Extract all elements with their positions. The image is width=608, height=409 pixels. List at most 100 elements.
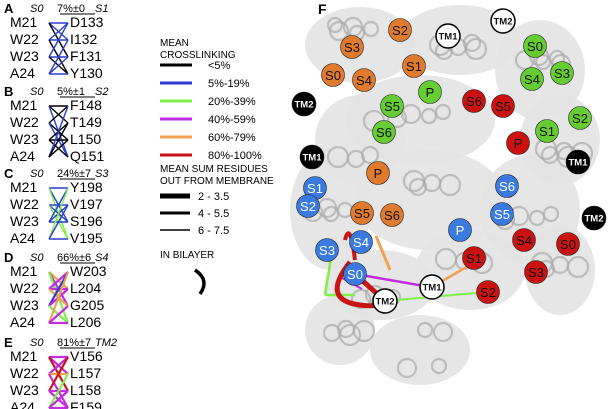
- crosslink-line: [48, 56, 69, 75]
- helix-node: S0: [556, 232, 580, 256]
- left-residue: W23: [10, 297, 39, 313]
- helix-node: TM1: [299, 144, 325, 170]
- crosslink-line: [48, 305, 69, 324]
- helix-node-label: S6: [499, 179, 515, 194]
- left-residue: W22: [10, 114, 39, 130]
- helix-node-label: S4: [356, 73, 372, 88]
- helix-node-label: TM2: [494, 17, 513, 28]
- helix-node: S3: [340, 35, 364, 59]
- right-residue: G205: [70, 297, 104, 313]
- mean-crosslinking-stat: 81%±7: [57, 337, 91, 349]
- right-residue: W203: [70, 263, 107, 279]
- helix-node-label: TM1: [423, 283, 443, 294]
- left-residue: A24: [10, 148, 35, 164]
- helix-node: S6: [462, 89, 486, 113]
- crosslink-lines: [47, 271, 70, 325]
- right-residue: T149: [70, 114, 102, 130]
- crosslink-lines: [48, 187, 69, 240]
- helix-node-label: S5: [354, 206, 370, 221]
- helix-ring: [566, 255, 590, 279]
- right-residue: L150: [70, 131, 101, 147]
- right-residue: L157: [70, 365, 101, 381]
- helix-node: S6: [380, 203, 404, 227]
- helix-node: S0: [343, 262, 367, 286]
- sum-label: 6 - 7.5: [198, 225, 229, 237]
- helix-node-label: TM1: [303, 153, 323, 164]
- right-residue: Q151: [70, 148, 104, 164]
- helix-node-label: S1: [307, 181, 323, 196]
- helix-node: P: [448, 218, 472, 242]
- right-residue: F159: [70, 399, 102, 409]
- crosslink-line: [48, 22, 69, 41]
- protein-structure-background: [290, 5, 600, 385]
- left-residue: W22: [10, 280, 39, 296]
- helix-node: S4: [512, 228, 536, 252]
- helix-node-label: S0: [325, 68, 341, 83]
- right-residue: V197: [70, 196, 103, 212]
- left-residue: M21: [10, 348, 37, 364]
- right-helix-label: S3: [95, 168, 109, 180]
- helix-node-label: S4: [516, 233, 532, 248]
- helix-node-label: S2: [392, 23, 408, 38]
- helix-node: S3: [524, 260, 548, 284]
- helix-node-label: S1: [406, 59, 422, 74]
- helix-node-label: P: [374, 166, 383, 181]
- helix-node: S5: [490, 202, 514, 226]
- crosslink-connector: [374, 235, 392, 271]
- helix-node-label: S5: [495, 99, 511, 114]
- helix-node-label: TM1: [439, 32, 459, 43]
- legend-sum-title-1: MEAN SUM RESIDUES: [160, 164, 268, 175]
- left-residue: W22: [10, 365, 39, 381]
- right-residue: L204: [70, 280, 101, 296]
- crosslink-line: [48, 390, 69, 409]
- legend-label: 5%-19%: [208, 78, 250, 90]
- helix-ring: [350, 288, 372, 310]
- legend-label: 20%-39%: [208, 96, 256, 108]
- crosslink-line: [48, 122, 69, 158]
- left-helix-label: S0: [30, 3, 44, 15]
- right-helix-label: S4: [95, 252, 108, 264]
- helix-node: TM2: [581, 205, 607, 231]
- legend-label: 40%-59%: [208, 114, 256, 126]
- helix-ring: [528, 209, 546, 227]
- legend-title-1: MEAN: [160, 38, 189, 49]
- sum-label: 2 - 3.5: [198, 191, 229, 203]
- helix-node: S4: [349, 230, 373, 254]
- helix-node-label: S3: [528, 265, 544, 280]
- helix-ring: [420, 107, 438, 125]
- helix-node: TM2: [372, 288, 398, 314]
- helix-node: TM2: [490, 8, 516, 34]
- legend-sum-title-2: OUT FROM MEMBRANE: [160, 176, 274, 187]
- mean-crosslinking-stat: 24%±7: [57, 168, 91, 180]
- helix-node-label: S2: [480, 285, 496, 300]
- panel-letter: E: [4, 335, 13, 350]
- helix-ring: [416, 321, 434, 339]
- left-helix-label: S0: [30, 337, 44, 349]
- left-residue: W22: [10, 31, 39, 47]
- crosslink-line: [48, 22, 69, 58]
- bilayer-symbol: [193, 268, 206, 296]
- helix-node: S0: [523, 34, 547, 58]
- helix-node-label: P: [514, 136, 523, 151]
- left-residue: M21: [10, 97, 37, 113]
- helix-node: S1: [535, 119, 559, 143]
- helix-node-label: S3: [554, 66, 570, 81]
- helix-node-label: S3: [319, 243, 335, 258]
- helix-node: S2: [388, 18, 412, 42]
- helix-ring: [352, 319, 376, 343]
- left-helix-label: S0: [30, 252, 44, 264]
- mean-crosslinking-stat: 5%±1: [57, 86, 85, 98]
- left-residue: A24: [10, 314, 35, 330]
- helix-node: S3: [550, 61, 574, 85]
- helix-node: S4: [352, 68, 376, 92]
- helix-node: TM1: [419, 274, 445, 300]
- right-residue: Y198: [70, 179, 103, 195]
- helix-node-label: S4: [353, 235, 369, 250]
- left-residue: W23: [10, 48, 39, 64]
- helix-node: TM1: [435, 23, 461, 49]
- helix-node-label: S2: [300, 199, 316, 214]
- helix-node: TM2: [291, 91, 317, 117]
- panel-letter: D: [4, 250, 13, 265]
